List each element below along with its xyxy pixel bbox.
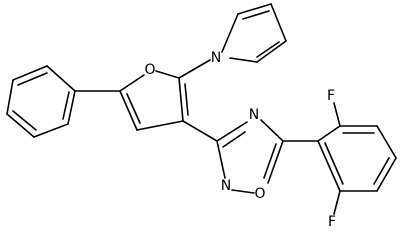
bond [216,121,248,142]
bond-furan-pyrrole [178,59,211,79]
phenyl-ring [6,65,76,138]
oxadiazole-nitrogen-bottom-label: N [221,178,231,194]
bond-inner [126,93,141,124]
bond-inner [324,142,344,185]
bond [270,3,287,42]
bond [229,57,258,63]
bond-inner [373,157,390,185]
bond [260,119,284,142]
bond [6,79,14,115]
oxadiazole-nitrogen-top-label: N [249,107,259,123]
bond-inner [256,41,280,58]
bond [155,70,180,79]
bond-inner [222,131,246,148]
bond [216,140,226,179]
pyrrole-ring [221,3,287,63]
atom-labels: N O N N O F F [144,50,336,230]
furan-oxygen-label: O [144,62,155,78]
fluorine-top-label: F [327,88,335,104]
bond [317,125,341,142]
bond [6,113,35,138]
bond [267,140,284,184]
furan-ring [119,70,189,131]
bond-c-f-bottom [333,190,341,215]
difluorophenyl-ring [317,125,397,192]
bond-inner [263,143,277,179]
bond-furan-oxadiazole [182,120,218,142]
bond [136,120,184,131]
bond [178,77,184,122]
bond [237,3,272,15]
oxadiazole-oxygen-label: O [254,186,265,202]
bond [119,90,138,131]
bond [256,40,287,63]
bond [33,123,69,138]
bond [376,125,397,159]
pyrrole-nitrogen-label: N [211,50,221,66]
fluorine-bottom-label: F [328,214,336,230]
bond [376,157,397,192]
oxadiazole-ring [216,119,284,194]
bond [46,65,76,92]
bond-inner [12,110,37,131]
bond-inner [242,10,270,20]
bond [12,65,48,81]
bond-inner [184,83,189,116]
bond [67,90,76,125]
bond [119,74,145,92]
bond [317,140,341,192]
bond-inner [62,91,70,120]
bond [221,13,239,53]
bond [231,189,255,194]
bond-inner [17,72,48,86]
bond-c-f-top [333,102,341,127]
